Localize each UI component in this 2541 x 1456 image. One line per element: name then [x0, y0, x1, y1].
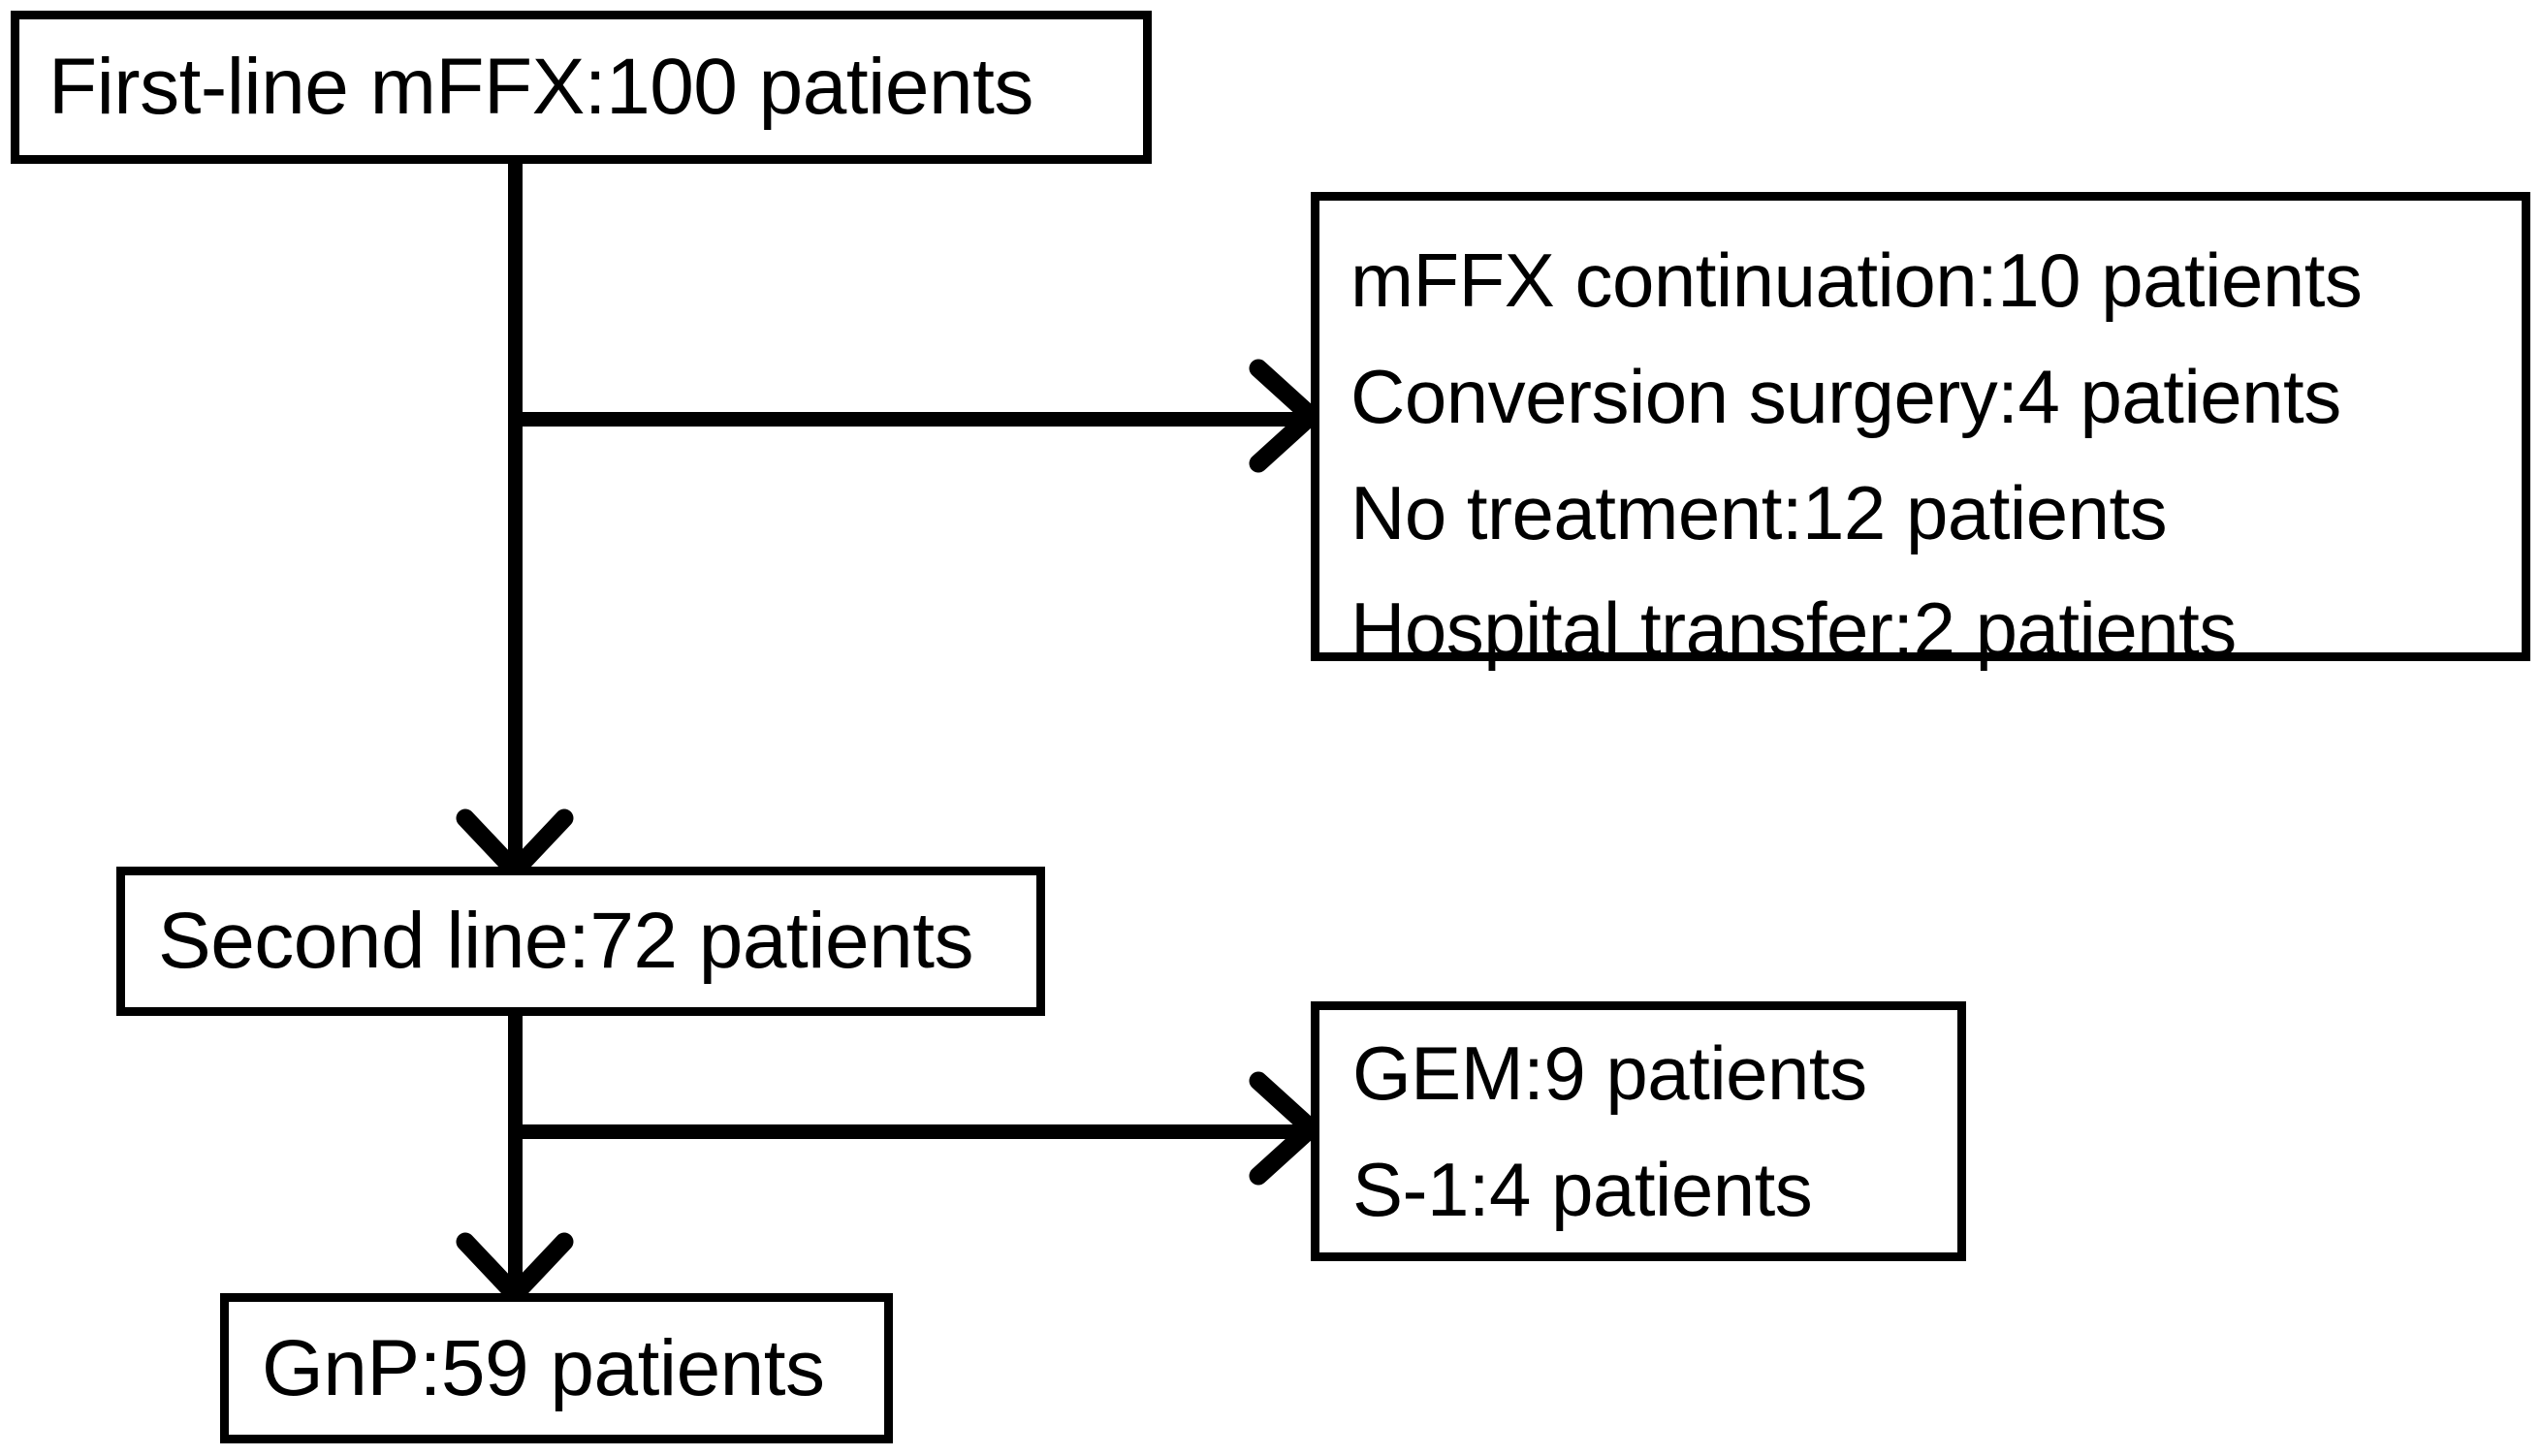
edge-second-line-trunk — [508, 1015, 523, 1298]
edge-first-line-trunk — [508, 164, 523, 881]
node-first-line[interactable]: First-line mFFX:100 patients — [11, 11, 1152, 164]
node-first-line-label-0: First-line mFFX:100 patients — [48, 43, 1033, 131]
node-second-line-label-0: Second line:72 patients — [158, 897, 974, 985]
node-second-line[interactable]: Second line:72 patients — [116, 867, 1045, 1016]
node-other-second-line-label-0: GEM:9 patients — [1352, 1030, 1867, 1116]
node-other-second-line-label-1: S-1:4 patients — [1352, 1147, 1813, 1232]
node-off-treatment[interactable]: mFFX continuation:10 patients Conversion… — [1311, 192, 2530, 672]
node-off-treatment-label-2: No treatment:12 patients — [1350, 470, 2168, 555]
node-off-treatment-label-0: mFFX continuation:10 patients — [1350, 237, 2363, 323]
edge-first-line-branch-horizontal — [508, 412, 1298, 427]
edge-second-line-branch-horizontal — [508, 1124, 1298, 1139]
node-gnp-label-0: GnP:59 patients — [262, 1323, 825, 1412]
node-other-second-line[interactable]: GEM:9 patients S-1:4 patients — [1311, 1001, 1966, 1261]
node-off-treatment-label-3: Hospital transfer:2 patients — [1350, 586, 2237, 672]
node-off-treatment-label-1: Conversion surgery:4 patients — [1350, 354, 2341, 439]
node-gnp[interactable]: GnP:59 patients — [220, 1293, 893, 1443]
